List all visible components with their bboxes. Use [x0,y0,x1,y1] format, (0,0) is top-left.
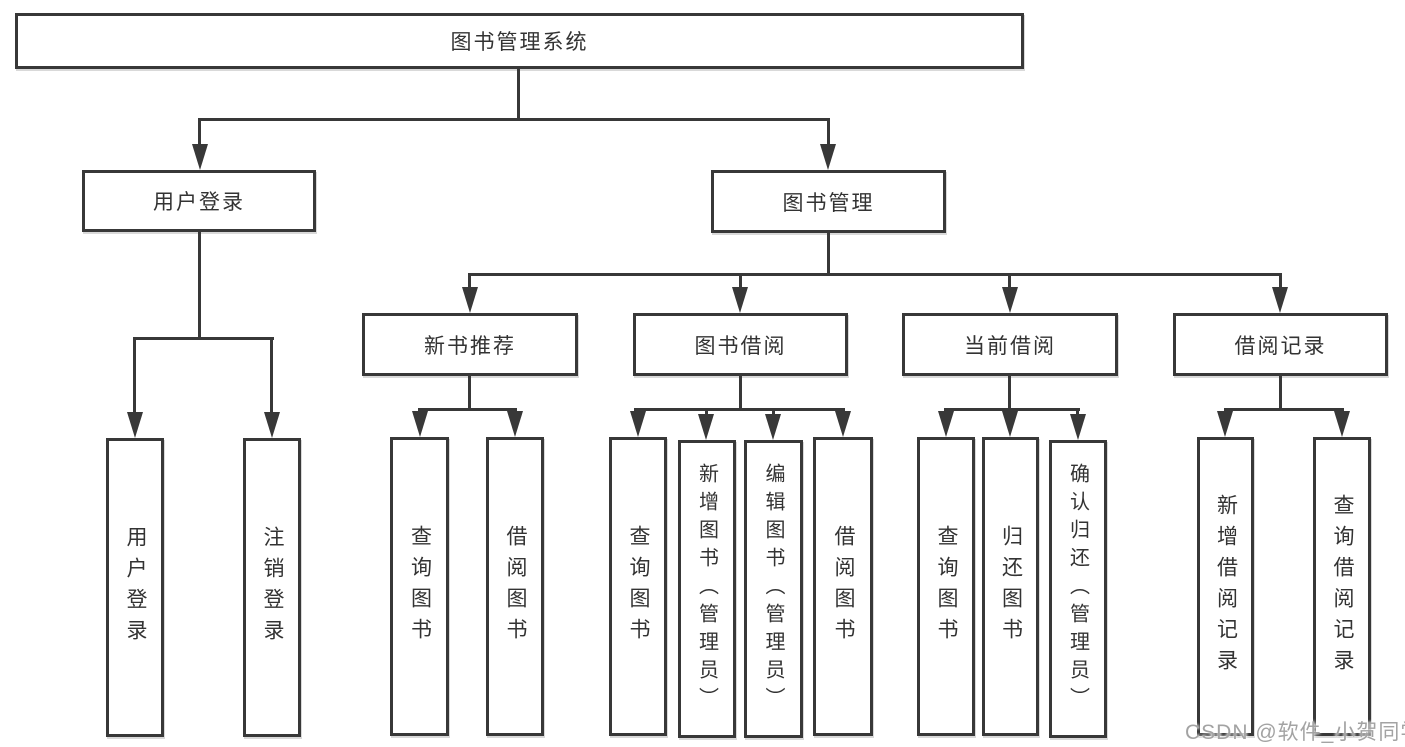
node-user-login: 用户登录 [82,170,316,232]
arrowhead-down [1002,287,1018,313]
connector-line [468,276,471,288]
node-book-borrowing: 图书借阅 [633,313,848,376]
connector-line [468,375,471,411]
node-leaf-add-borrow-record: 新增借阅记录 [1197,437,1254,736]
connector-root-stem [517,69,520,120]
node-leaf-edit-books-admin: 编辑图书（管理员） [744,440,803,738]
csdn-watermark: CSDN @软件_小贺同学 [1185,721,1405,744]
node-leaf-return-books: 归还图书 [982,437,1039,736]
node-leaf-add-books-admin: 新增图书（管理员） [678,440,736,738]
connector-branch-leaves [1224,408,1344,411]
node-leaf-query-borrow-record: 查询借阅记录 [1313,437,1371,736]
connector-line [198,118,201,146]
node-new-book-recommend: 新书推荐 [362,313,578,376]
node-borrowing-records: 借阅记录 [1173,313,1388,376]
connector-branch-level3 [468,273,1282,276]
arrowhead-down [264,412,280,438]
node-leaf-borrow-books: 借阅图书 [813,437,873,736]
connector-branch-user-login [133,337,274,340]
connector-branch-level2 [198,118,830,121]
node-library-system: 图书管理系统 [15,13,1024,69]
arrowhead-down [1334,411,1350,437]
connector-line [739,375,742,411]
connector-line [827,118,830,146]
connector-line [705,408,708,417]
node-leaf-logout: 注销登录 [243,438,301,737]
connector-line [1279,276,1282,288]
connector-branch-leaves [634,408,845,411]
node-leaf-user-login: 用户登录 [106,438,164,737]
arrowhead-down [507,411,523,437]
connector-line [1279,375,1282,411]
node-leaf-query-books: 查询图书 [917,437,975,736]
node-leaf-borrow-books: 借阅图书 [486,437,544,736]
connector-line [739,276,742,288]
node-book-management: 图书管理 [711,170,946,233]
arrowhead-down [820,144,836,170]
connector-line [133,337,136,414]
arrowhead-down [1272,287,1288,313]
connector-line [772,408,775,417]
arrowhead-down [412,411,428,437]
arrowhead-down [630,411,646,437]
node-leaf-query-books: 查询图书 [609,437,667,736]
connector-user-login-stem [198,232,201,340]
connector-line [1076,408,1079,417]
connector-line [1008,276,1011,288]
arrowhead-down [732,287,748,313]
arrowhead-down [698,414,714,440]
arrowhead-down [835,411,851,437]
arrowhead-down [1217,411,1233,437]
node-leaf-query-books: 查询图书 [390,437,449,736]
node-current-borrowing: 当前借阅 [902,313,1118,376]
arrowhead-down [765,414,781,440]
connector-book-management-stem [827,233,830,275]
connector-branch-leaves [944,408,1080,411]
arrowhead-down [1002,411,1018,437]
node-leaf-confirm-return-admin: 确认归还（管理员） [1049,440,1107,738]
arrowhead-down [127,412,143,438]
connector-line [270,337,273,414]
arrowhead-down [192,144,208,170]
arrowhead-down [1070,414,1086,440]
connector-branch-leaves [418,408,517,411]
arrowhead-down [938,411,954,437]
arrowhead-down [462,287,478,313]
connector-line [1008,375,1011,411]
